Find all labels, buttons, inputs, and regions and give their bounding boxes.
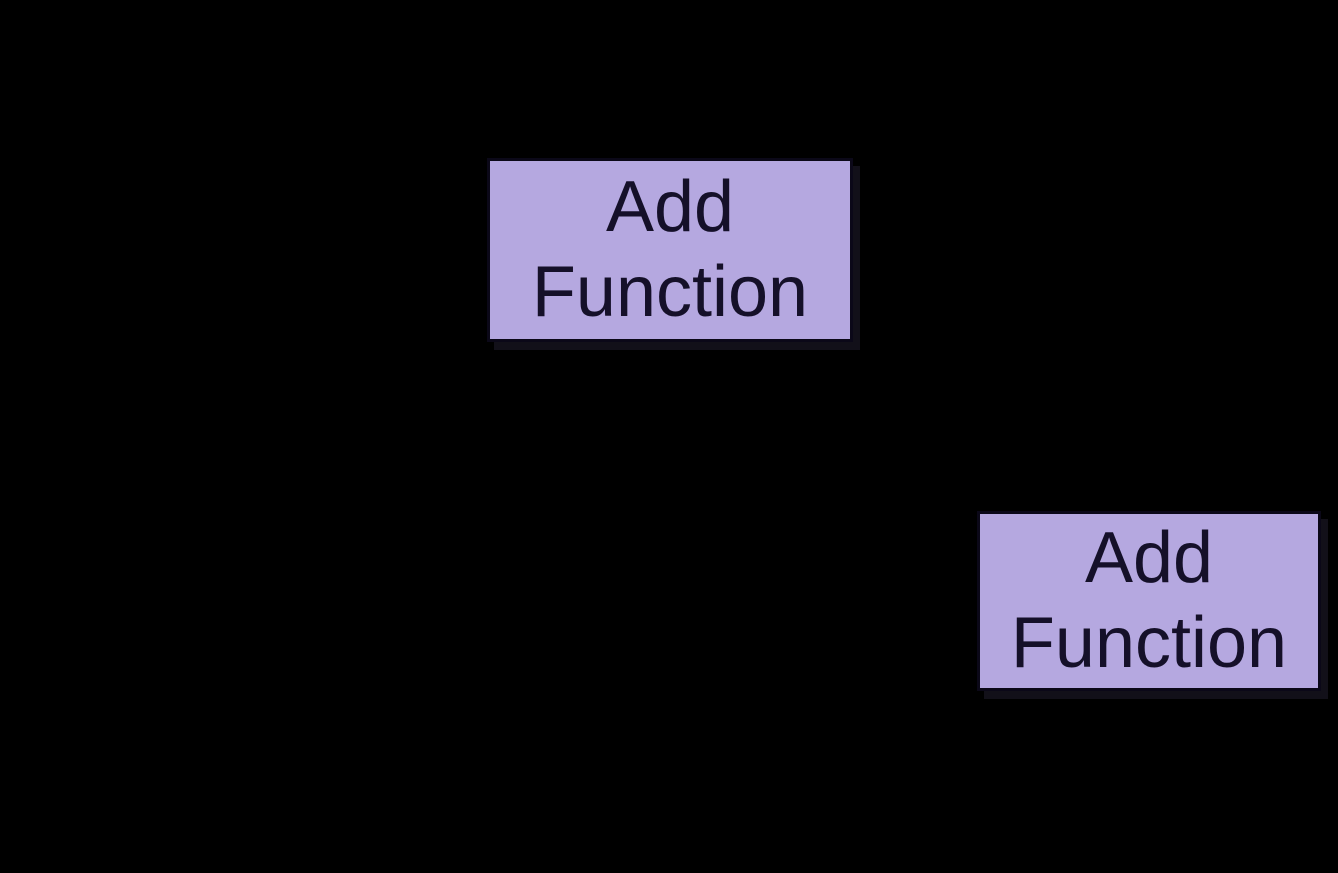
flow-node-add-function-2: Add Function [977,511,1321,691]
node-label: Add Function [1010,518,1288,683]
node-label: Add Function [531,167,809,332]
flow-node-add-function-1: Add Function [487,158,853,342]
